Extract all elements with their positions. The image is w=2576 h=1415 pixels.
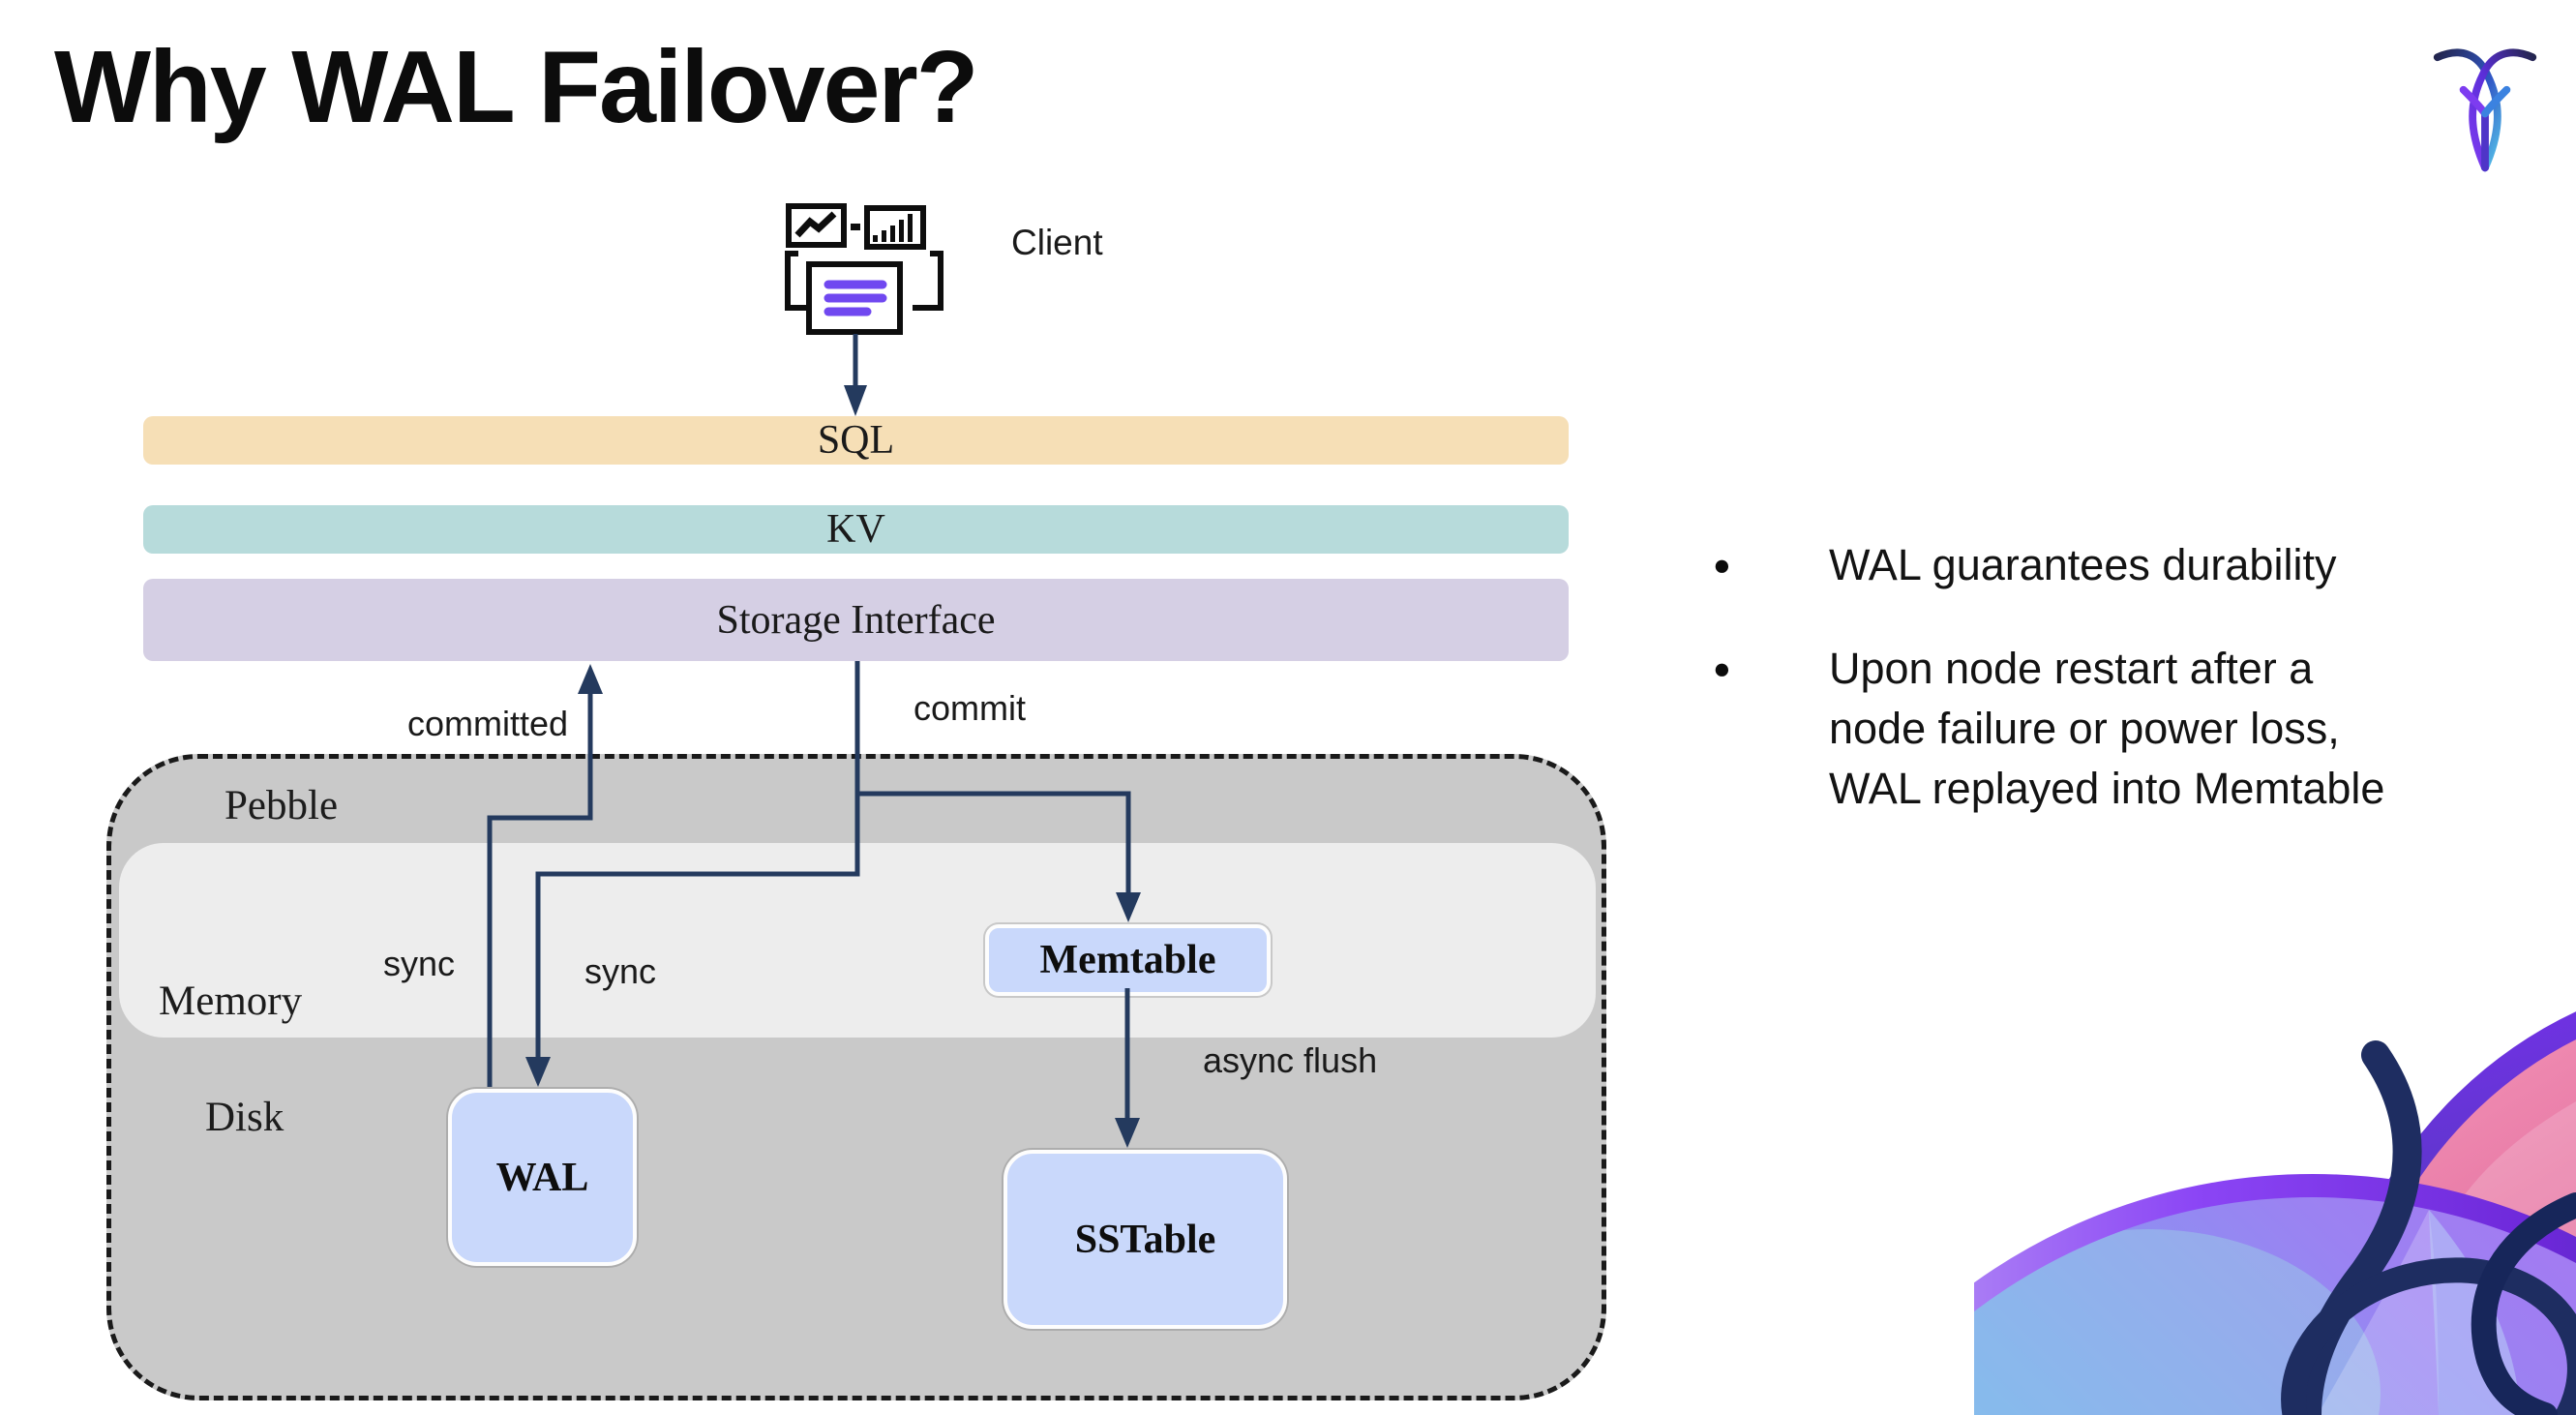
client-icon	[785, 203, 944, 335]
layer-storage-interface: Storage Interface	[143, 579, 1569, 661]
blue-sphere-rim	[1974, 1174, 2576, 1312]
roach-left-body	[2469, 48, 2537, 172]
bullet-line: WAL replayed into Memtable	[1829, 764, 2385, 813]
blue-sphere	[1974, 1186, 2576, 1415]
line-chart-glyph	[794, 211, 837, 238]
bullet-line: Upon node restart after a	[1829, 644, 2314, 693]
committed-edge-label: committed	[407, 704, 569, 743]
bullet-list: ● WAL guarantees durability ● Upon node …	[1713, 535, 2487, 862]
sync-right-edge-label: sync	[584, 951, 657, 991]
memtable-node: Memtable	[985, 924, 1271, 996]
pebble-label: Pebble	[225, 783, 339, 828]
sync-left-edge-label: sync	[383, 944, 456, 983]
memory-label: Memory	[159, 978, 303, 1024]
bullet-text: Upon node restart after a node failure o…	[1829, 639, 2384, 819]
sstable-node: SSTable	[1003, 1150, 1287, 1329]
bullet-text: WAL guarantees durability	[1829, 535, 2336, 595]
roach-vein-right	[2481, 85, 2511, 118]
disk-label: Disk	[205, 1095, 285, 1140]
bar-chart-glyph	[873, 214, 913, 242]
memory-band	[119, 843, 1596, 1038]
async-flush-edge-label: async flush	[1203, 1040, 1378, 1080]
commit-edge-label: commit	[914, 688, 1026, 728]
bullet-line: node failure or power loss,	[1829, 704, 2340, 753]
bullet-item: ● Upon node restart after a node failure…	[1713, 639, 2487, 819]
document-text-lines	[824, 280, 887, 316]
brand-corner-art	[1974, 1011, 2576, 1415]
client-label: Client	[1011, 223, 1103, 262]
dome-highlight	[1974, 1229, 2381, 1415]
roach-right-body	[2433, 48, 2501, 172]
bullet-marker: ●	[1713, 548, 1731, 582]
bullet-marker: ●	[1713, 651, 1731, 685]
cockroachdb-logo	[2433, 48, 2537, 172]
layer-kv: KV	[143, 505, 1569, 554]
dome-facet-light	[2318, 1210, 2439, 1415]
bullet-item: ● WAL guarantees durability	[1713, 535, 2487, 595]
wal-node: WAL	[448, 1089, 637, 1266]
bullet-line: WAL guarantees durability	[1829, 540, 2337, 589]
navy-veins	[2281, 1040, 2576, 1415]
dash-glyph	[851, 224, 860, 230]
page-title: Why WAL Failover?	[54, 30, 978, 144]
terminal-bracket-icon	[785, 251, 944, 311]
layer-sql: SQL	[143, 416, 1569, 465]
